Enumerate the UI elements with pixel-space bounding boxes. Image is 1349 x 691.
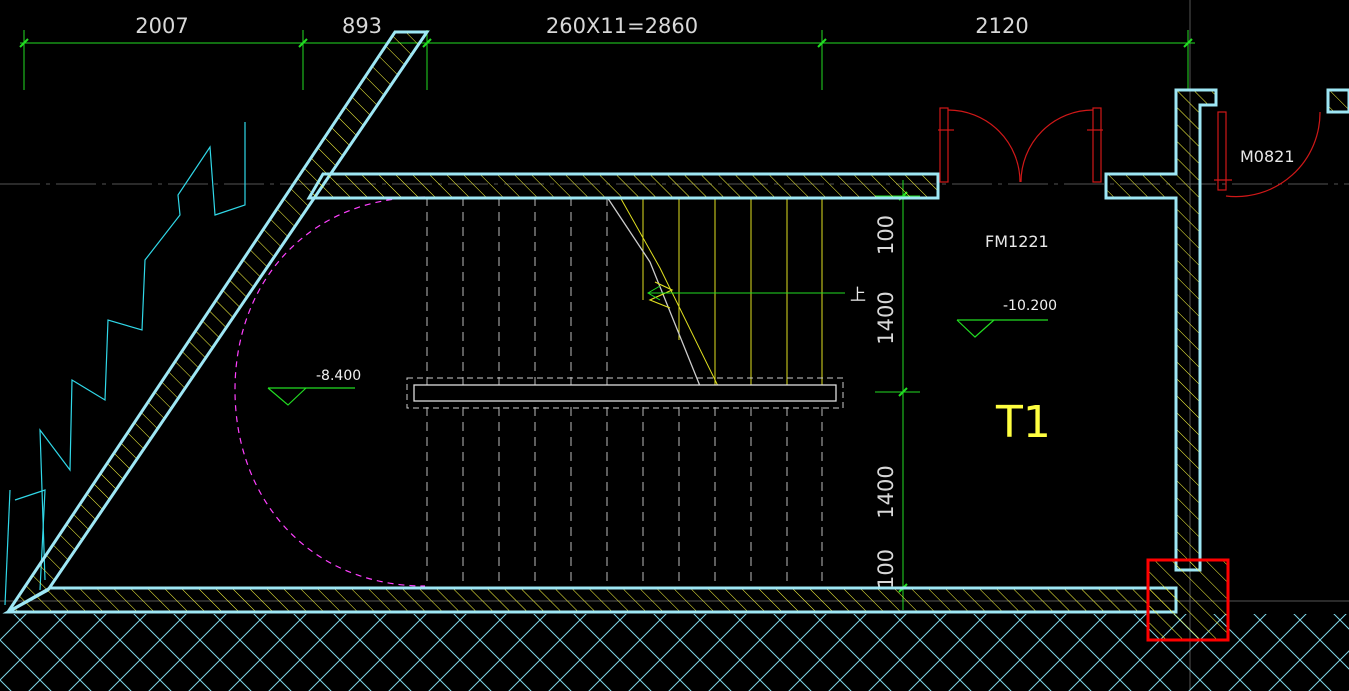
elevation-marker-landing: [267, 387, 355, 406]
top-wall: [306, 172, 940, 200]
dim-top-1: 2007: [135, 14, 188, 38]
top-dimension-ticks: [19, 38, 1193, 48]
elevation-floor-text: -10.200: [1003, 298, 1057, 314]
stair-cut-line-inner: [619, 196, 719, 387]
room-label: T1: [995, 397, 1051, 448]
diagonal-wall: [6, 30, 430, 614]
dim-top-3: 260X11=2860: [546, 14, 698, 38]
stair-cut-line: [606, 196, 701, 387]
break-zigzag: [648, 281, 674, 309]
ground-hatch: [0, 614, 1349, 691]
highlighted-column[interactable]: [1146, 558, 1230, 642]
dim-right-4: 100: [874, 549, 898, 589]
dim-top-2: 893: [342, 14, 382, 38]
stair-treads-solid: [642, 197, 823, 386]
landing-arc: [234, 196, 426, 587]
top-dimension-line: [20, 30, 1195, 90]
diagonal-strip-lines: [4, 122, 246, 606]
elevation-landing-text: -8.400: [316, 368, 361, 384]
stair-handrail-outer: [406, 377, 844, 409]
dim-top-4: 2120: [975, 14, 1028, 38]
stair-handrail: [413, 384, 837, 402]
dim-right-2: 1400: [874, 291, 898, 344]
dim-right-1: 100: [874, 215, 898, 255]
elevation-marker-floor: [956, 319, 1048, 338]
far-right-wall-fragment: [1326, 88, 1349, 114]
up-direction-arrow: [647, 285, 845, 301]
right-vertical-wall: [1104, 88, 1218, 572]
dim-right-3: 1400: [874, 465, 898, 518]
up-mark-label: 上: [850, 285, 866, 304]
door-m0821-label: M0821: [1240, 147, 1295, 166]
bottom-wall: [2, 586, 1178, 614]
door-m0821: [1214, 111, 1321, 198]
fire-door-fm1221: [938, 107, 1103, 183]
fire-door-label: FM1221: [985, 232, 1049, 251]
